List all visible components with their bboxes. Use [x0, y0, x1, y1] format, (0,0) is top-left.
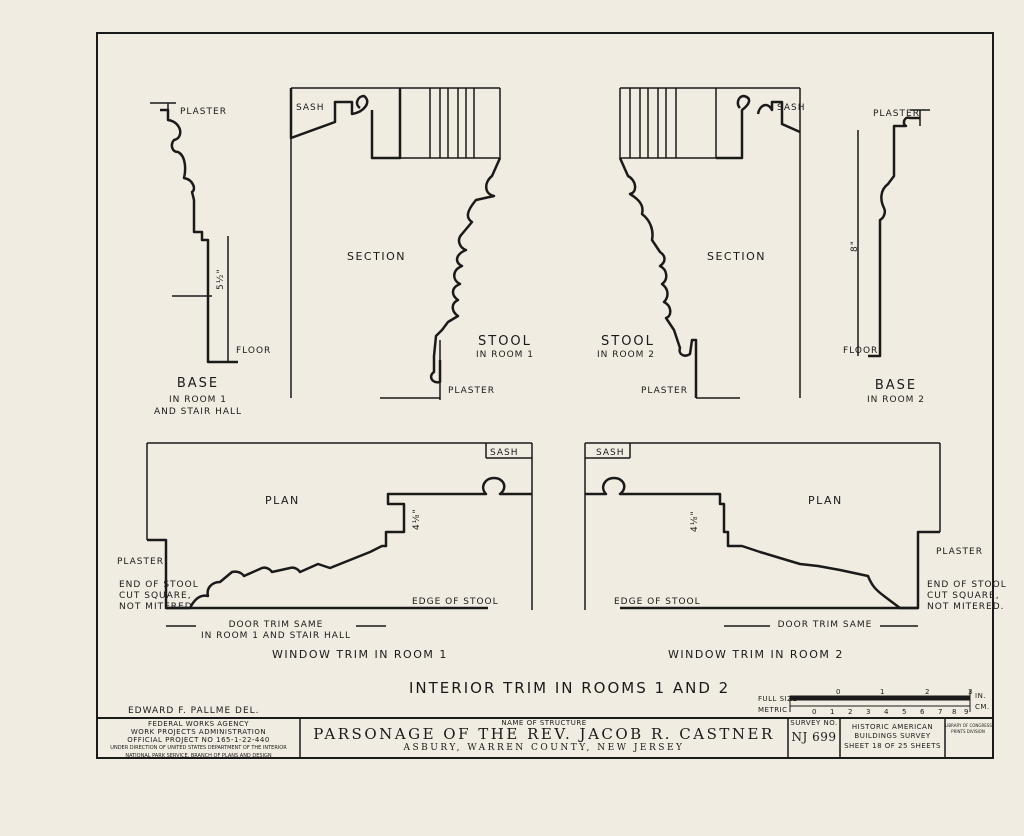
delineator: EDWARD F. PALLME DEL. — [128, 706, 260, 716]
plan1-dim: 4⅛" — [412, 508, 422, 530]
agency-line-4: UNDER DIRECTION OF UNITED STATES DEPARTM… — [110, 745, 287, 751]
stool2-section-label: SECTION — [707, 250, 766, 263]
scale-tick-cm-4: 4 — [884, 708, 889, 716]
scale-metric: METRIC — [758, 706, 788, 714]
plan1-door2: IN ROOM 1 AND STAIR HALL — [201, 631, 351, 641]
base1-height-dim: 5½" — [216, 268, 226, 290]
scale-tick-cm-2: 2 — [848, 708, 853, 716]
agency-line-3: OFFICIAL PROJECT NO 165-1-22-440 — [127, 736, 270, 744]
plan2-sash-label: SASH — [596, 448, 625, 458]
stool2-sub: IN ROOM 2 — [597, 350, 656, 360]
base-room1-profile — [150, 102, 238, 364]
stool-room2-section — [618, 87, 801, 399]
structure-name: PARSONAGE OF THE REV. JACOB R. CASTNER — [313, 725, 775, 743]
scale-tick-cm-0: 0 — [812, 708, 817, 716]
plan1-label: PLAN — [265, 494, 300, 507]
name-of-structure-label: NAME OF STRUCTURE — [501, 719, 587, 727]
plan2-end3: NOT MITERED. — [927, 602, 1005, 612]
scale-full-size: FULL SIZE — [758, 695, 798, 703]
base2-height-dim: 8" — [850, 240, 860, 252]
agency-line-2: WORK PROJECTS ADMINISTRATION — [130, 728, 267, 736]
structure-location: ASBURY, WARREN COUNTY, NEW JERSEY — [403, 743, 685, 753]
stool1-title: STOOL — [478, 334, 532, 349]
main-caption: INTERIOR TRIM IN ROOMS 1 AND 2 — [409, 679, 731, 697]
base1-sub2: AND STAIR HALL — [153, 407, 243, 417]
agency-line-5: NATIONAL PARK SERVICE, BRANCH OF PLANS A… — [125, 753, 272, 759]
base1-plaster-label: PLASTER — [180, 107, 227, 117]
stool1-sub: IN ROOM 1 — [476, 350, 535, 360]
plan1-door1: DOOR TRIM SAME — [196, 620, 356, 630]
scale-tick-cm-5: 5 — [902, 708, 907, 716]
scale-tick-in-3: 3 — [968, 688, 973, 696]
scale-tick-in-2: 2 — [925, 688, 930, 696]
plan2-label: PLAN — [808, 494, 843, 507]
scale-tick-cm-3: 3 — [866, 708, 871, 716]
plan2-end2: CUT SQUARE, — [927, 591, 1000, 601]
stool1-sash-label: SASH — [296, 103, 325, 113]
sheet-border — [96, 32, 994, 759]
loc-line-2: PRINTS DIVISION — [951, 729, 985, 734]
plan2-dim: 4⅛" — [690, 510, 700, 532]
survey-number: NJ 699 — [791, 730, 837, 744]
plan2-door1: DOOR TRIM SAME — [770, 620, 880, 630]
loc-line-1: LIBRARY OF CONGRESS — [945, 723, 992, 728]
stool1-section-label: SECTION — [347, 250, 406, 263]
scale-cm: CM. — [975, 703, 990, 711]
scale-tick-cm-1: 1 — [830, 708, 835, 716]
stool2-plaster-label: PLASTER — [641, 386, 688, 396]
stool2-sash-label: SASH — [777, 103, 806, 113]
habs-line-2: BUILDINGS SURVEY — [854, 732, 931, 740]
plan2-edge-label: EDGE OF STOOL — [614, 597, 701, 607]
title-block-lines — [97, 717, 993, 758]
agency-line-1: FEDERAL WORKS AGENCY — [147, 720, 250, 728]
plan1-caption: WINDOW TRIM IN ROOM 1 — [272, 648, 448, 661]
survey-no-label: SURVEY NO. — [790, 719, 838, 727]
stool1-plaster-label: PLASTER — [448, 386, 495, 396]
plan1-end3: NOT MITERED. — [119, 602, 197, 612]
base2-sub: IN ROOM 2 — [866, 395, 926, 405]
stool2-title: STOOL — [601, 334, 655, 349]
scale-tick-cm-6: 6 — [920, 708, 925, 716]
base2-plaster-label: PLASTER — [873, 109, 920, 119]
base2-floor-label: FLOOR — [843, 346, 879, 356]
plan1-sash-label: SASH — [490, 448, 519, 458]
scale-tick-cm-8: 8 — [952, 708, 957, 716]
plan1-plaster-label: PLASTER — [117, 557, 164, 567]
plan2-end1: END OF STOOL — [927, 580, 1007, 590]
sheet-number: SHEET 18 OF 25 SHEETS — [844, 742, 941, 750]
base1-floor-label: FLOOR — [236, 346, 272, 356]
plan2-plaster-label: PLASTER — [936, 547, 983, 557]
habs-line-1: HISTORIC AMERICAN — [851, 723, 934, 731]
scale-bar — [789, 690, 971, 712]
stool-room1-section — [289, 87, 502, 400]
base1-title: BASE — [176, 376, 220, 391]
scale-tick-cm-9: 9 — [964, 708, 969, 716]
base1-sub1: IN ROOM 1 — [168, 395, 228, 405]
plan2-caption: WINDOW TRIM IN ROOM 2 — [668, 648, 844, 661]
plan1-end1: END OF STOOL — [119, 580, 199, 590]
scale-tick-in-1: 1 — [880, 688, 885, 696]
plan1-edge-label: EDGE OF STOOL — [412, 597, 499, 607]
scale-tick-cm-7: 7 — [938, 708, 943, 716]
base-room2-profile — [857, 109, 930, 358]
plan1-end2: CUT SQUARE, — [119, 591, 192, 601]
agency-block: FEDERAL WORKS AGENCY WORK PROJECTS ADMIN… — [99, 720, 298, 760]
scale-tick-in-0: 0 — [836, 688, 841, 696]
scale-in: IN. — [975, 692, 987, 700]
base2-title: BASE — [874, 378, 918, 393]
